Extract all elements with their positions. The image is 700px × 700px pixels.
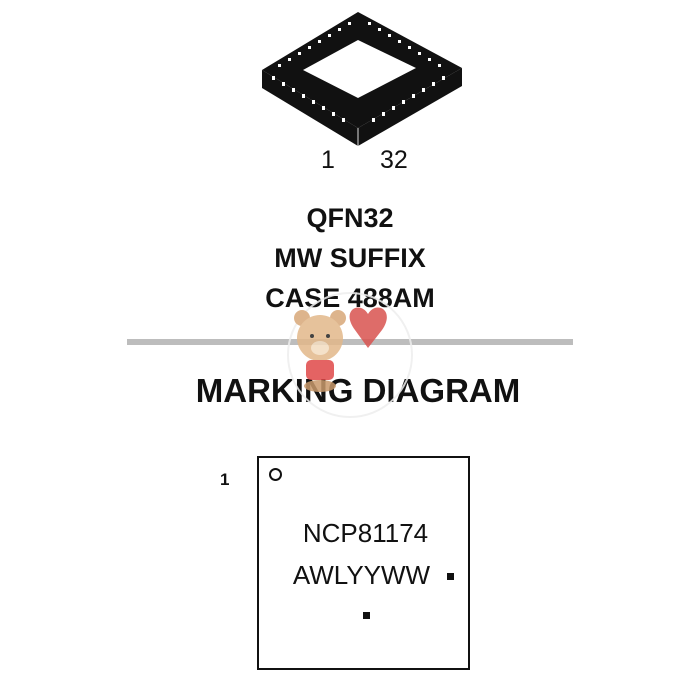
package-case: CASE 488AM [265,283,435,313]
marking-dot-square [447,573,454,580]
pin1-indicator-circle [269,468,282,481]
marking-diagram-box: NCP81174 AWLYYWW [257,456,470,670]
qfn32-package-illustration [262,12,462,146]
package-suffix: MW SUFFIX [274,243,426,273]
device-part-number: NCP81174 [302,518,429,548]
marking-diagram-heading: MARKING DIAGRAM [195,372,521,409]
marking-pin1-label: 1 [220,470,230,489]
date-code-line: AWLYYWW [292,560,431,590]
package-type: QFN32 [306,203,394,233]
section-divider [127,339,573,345]
pb-free-indicator-square [363,612,370,619]
pin-32-label: 32 [380,146,408,174]
teddy-bear-watermark [287,292,413,418]
pin-1-label: 1 [321,146,335,174]
